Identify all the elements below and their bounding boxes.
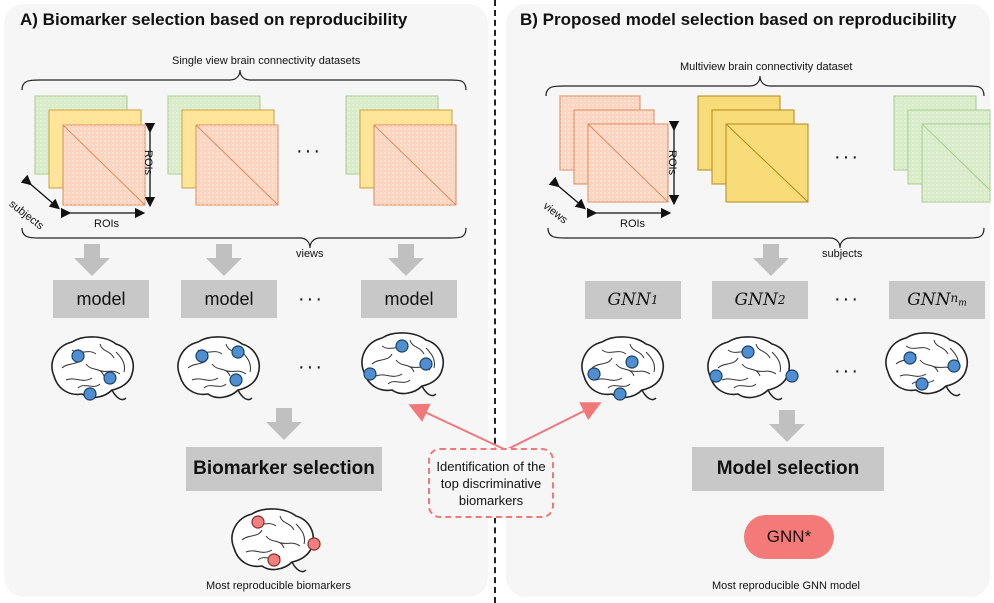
axis-arrows-b bbox=[548, 120, 680, 219]
gnn-n-subscript: nm bbox=[950, 291, 967, 309]
matrix-stack-b2 bbox=[697, 95, 809, 203]
brain-a2 bbox=[177, 336, 261, 401]
panel-b-matrix-ellipsis: ··· bbox=[834, 146, 860, 168]
gnn-n-subsubscript: m bbox=[958, 298, 967, 309]
panel-b-datasets-label: Multiview brain connectivity dataset bbox=[680, 61, 853, 73]
gnn-1-base: GNN bbox=[607, 290, 651, 310]
brace-b-bottom bbox=[547, 227, 985, 249]
flow-arrows-a bbox=[74, 244, 424, 440]
gnn-star-badge: GNN* bbox=[744, 515, 834, 559]
model-box-3: model bbox=[361, 280, 457, 318]
brain-a1 bbox=[51, 336, 135, 401]
panel-a-brain-ellipsis: ··· bbox=[298, 356, 324, 378]
model-box-2: model bbox=[181, 280, 277, 318]
panel-a-axis-rois-vertical: ROIs bbox=[142, 150, 154, 176]
brain-b1 bbox=[581, 336, 665, 401]
matrix-stack-a2 bbox=[167, 95, 279, 206]
panel-b-result-label: Most reproducible GNN model bbox=[712, 580, 860, 592]
biomarker-selection-box: Biomarker selection bbox=[186, 447, 382, 491]
brain-b2 bbox=[707, 336, 799, 401]
callout-arrows bbox=[408, 402, 602, 451]
panel-b-title: B) Proposed model selection based on rep… bbox=[520, 10, 957, 29]
panel-b-gnn-ellipsis: ··· bbox=[834, 288, 860, 310]
matrix-stack-a3 bbox=[345, 95, 457, 206]
gnn-2-subscript: 2 bbox=[777, 293, 786, 307]
model-box-1: model bbox=[53, 280, 149, 318]
matrix-stack-a1 bbox=[34, 95, 146, 206]
brain-a3 bbox=[361, 332, 445, 397]
identification-callout: Identification of the top discriminative… bbox=[428, 448, 554, 518]
panel-a-brace-label: views bbox=[296, 248, 324, 260]
gnn-n-base: GNN bbox=[907, 290, 951, 310]
panel-a-title: A) Biomarker selection based on reproduc… bbox=[20, 10, 408, 29]
brace-a-bottom bbox=[21, 227, 467, 249]
matrix-stack-b1 bbox=[559, 95, 669, 203]
brace-b-top bbox=[545, 75, 985, 97]
panel-b-brain-ellipsis: ··· bbox=[834, 360, 860, 382]
flow-arrows-b bbox=[753, 244, 805, 442]
panel-a-datasets-label: Single view brain connectivity datasets bbox=[172, 55, 361, 67]
brain-a-result bbox=[231, 508, 321, 573]
panel-b-brace-label: subjects bbox=[822, 248, 863, 260]
panel-divider bbox=[494, 0, 496, 603]
panel-a-matrix-ellipsis: ··· bbox=[296, 140, 322, 162]
panel-a-result-label: Most reproducible biomarkers bbox=[206, 580, 351, 592]
panel-b-axis-rois-vertical: ROIs bbox=[666, 150, 678, 176]
gnn-1-subscript: 1 bbox=[650, 293, 659, 307]
model-selection-box: Model selection bbox=[692, 447, 884, 491]
gnn-2-base: GNN bbox=[734, 290, 778, 310]
panel-a-axis-rois-horizontal: ROIs bbox=[94, 218, 120, 230]
panel-a-model-ellipsis: ··· bbox=[298, 288, 324, 310]
brain-b3 bbox=[885, 332, 969, 397]
panel-b-axis-rois-horizontal: ROIs bbox=[620, 218, 646, 230]
matrix-stack-b3 bbox=[893, 95, 991, 203]
axis-arrows-a bbox=[20, 122, 156, 219]
brace-a-top bbox=[21, 69, 467, 91]
